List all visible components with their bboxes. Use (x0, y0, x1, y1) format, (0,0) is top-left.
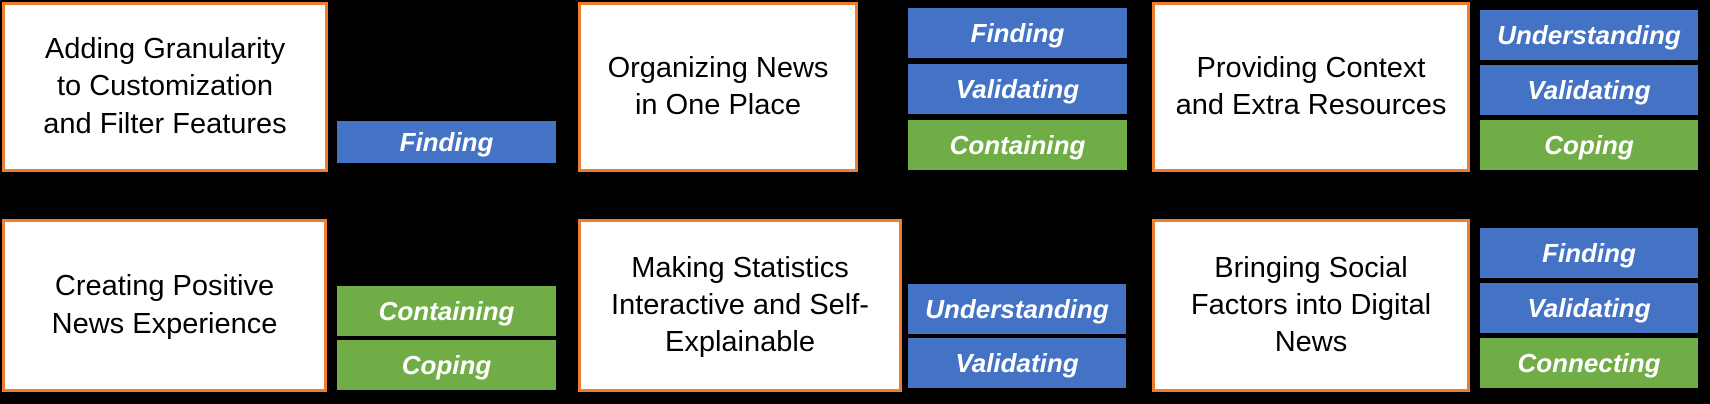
idea-card-social-factors: Bringing Social Factors into Digital New… (1152, 219, 1470, 392)
tag-stack-social-factors: Finding Validating Connecting (1480, 228, 1698, 388)
need-tag-connecting: Connecting (1480, 338, 1698, 388)
need-tag-finding: Finding (908, 8, 1127, 58)
need-tag-containing: Containing (337, 286, 556, 336)
need-tag-containing: Containing (908, 120, 1127, 170)
need-tag-validating: Validating (908, 338, 1126, 388)
need-tag-validating: Validating (1480, 65, 1698, 115)
need-tag-understanding: Understanding (908, 284, 1126, 334)
need-tag-coping: Coping (337, 340, 556, 390)
need-tag-understanding: Understanding (1480, 10, 1698, 60)
tag-stack-interactive-statistics: Understanding Validating (908, 284, 1126, 388)
need-tag-finding: Finding (1480, 228, 1698, 278)
tag-stack-providing-context: Understanding Validating Coping (1480, 10, 1698, 170)
idea-card-organizing-news: Organizing News in One Place (578, 2, 858, 172)
idea-card-adding-granularity: Adding Granularity to Customization and … (2, 2, 328, 172)
need-tag-coping: Coping (1480, 120, 1698, 170)
need-tag-validating: Validating (908, 64, 1127, 114)
need-tag-finding: Finding (337, 121, 556, 163)
tag-stack-positive-news: Containing Coping (337, 286, 556, 390)
need-tag-validating: Validating (1480, 283, 1698, 333)
idea-card-providing-context: Providing Context and Extra Resources (1152, 2, 1470, 172)
tag-stack-adding-granularity: Finding (337, 121, 556, 163)
tag-stack-organizing-news: Finding Validating Containing (908, 8, 1127, 170)
idea-card-interactive-statistics: Making Statistics Interactive and Self- … (578, 219, 902, 392)
idea-card-positive-news: Creating Positive News Experience (2, 219, 327, 392)
